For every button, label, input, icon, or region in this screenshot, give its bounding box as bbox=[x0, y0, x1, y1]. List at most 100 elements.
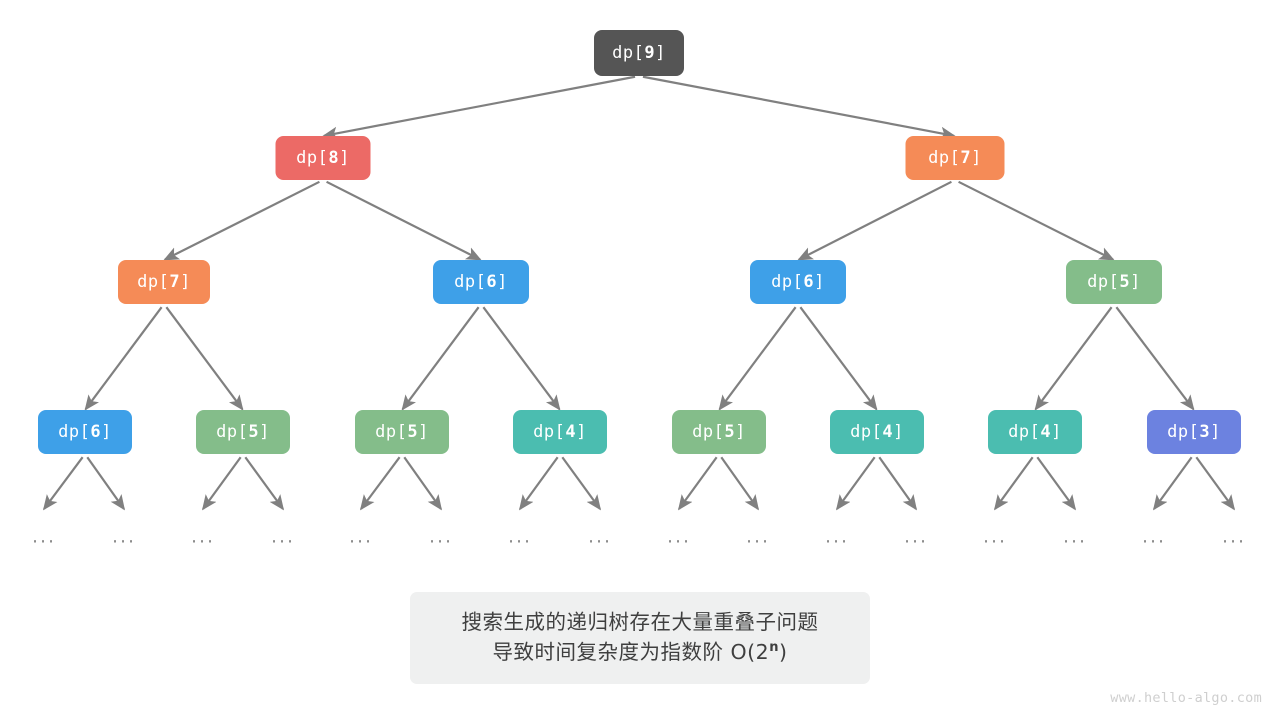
node-label-suffix: ] bbox=[497, 272, 508, 292]
node-label-prefix: dp[ bbox=[1167, 422, 1200, 442]
node-label-suffix: ] bbox=[101, 422, 112, 442]
node-label-prefix: dp[ bbox=[454, 272, 487, 292]
node-label-index: 4 bbox=[565, 422, 577, 442]
edge-n1-to-n3 bbox=[163, 180, 320, 261]
ellipsis-marker: ... bbox=[1141, 525, 1167, 548]
edge-n8-to-ellipsis-2 bbox=[201, 456, 242, 511]
node-label-index: 6 bbox=[803, 272, 815, 292]
edge-n11-to-ellipsis-9 bbox=[720, 456, 760, 511]
node-label-suffix: ] bbox=[893, 422, 904, 442]
tree-node-dp5: dp[5] bbox=[672, 410, 766, 454]
edge-n13-to-ellipsis-13 bbox=[1036, 456, 1077, 511]
edge-n3-to-n7 bbox=[84, 306, 163, 411]
caption-line-2-prefix: 导致时间复杂度为指数阶 O(2 bbox=[492, 640, 770, 664]
node-label-suffix: ] bbox=[418, 422, 429, 442]
edge-n0-to-n1 bbox=[322, 75, 636, 140]
node-label-suffix: ] bbox=[339, 148, 350, 168]
ellipsis-marker: ... bbox=[666, 525, 692, 548]
ellipsis-marker: ... bbox=[111, 525, 137, 548]
ellipsis-marker: ... bbox=[587, 525, 613, 548]
tree-node-dp4: dp[4] bbox=[830, 410, 924, 454]
tree-node-dp7: dp[7] bbox=[905, 136, 1005, 180]
node-label-suffix: ] bbox=[655, 43, 666, 63]
edge-n14-to-ellipsis-14 bbox=[1152, 456, 1193, 511]
edge-n2-to-n6 bbox=[958, 180, 1115, 261]
node-label-suffix: ] bbox=[180, 272, 191, 292]
node-label-prefix: dp[ bbox=[1087, 272, 1120, 292]
node-label-suffix: ] bbox=[814, 272, 825, 292]
ellipsis-marker: ... bbox=[982, 525, 1008, 548]
ellipsis-marker: ... bbox=[1221, 525, 1247, 548]
edge-n10-to-ellipsis-7 bbox=[561, 456, 602, 511]
node-label-prefix: dp[ bbox=[1008, 422, 1041, 442]
edge-n4-to-n9 bbox=[401, 306, 480, 411]
edge-n11-to-ellipsis-8 bbox=[677, 456, 718, 511]
caption-line-1: 搜索生成的递归树存在大量重叠子问题 bbox=[461, 610, 819, 635]
edge-n5-to-n11 bbox=[718, 306, 797, 411]
caption-line-2-suffix: ) bbox=[778, 640, 788, 664]
caption-exponent: n bbox=[769, 640, 779, 656]
node-label-index: 5 bbox=[248, 422, 260, 442]
tree-node-dp4: dp[4] bbox=[988, 410, 1082, 454]
edge-n14-to-ellipsis-15 bbox=[1195, 456, 1236, 511]
ellipsis-marker: ... bbox=[348, 525, 374, 548]
node-label-index: 8 bbox=[328, 148, 340, 168]
ellipsis-marker: ... bbox=[31, 525, 57, 548]
tree-node-dp8: dp[8] bbox=[275, 136, 371, 180]
tree-node-dp5: dp[5] bbox=[1066, 260, 1162, 304]
node-label-prefix: dp[ bbox=[850, 422, 883, 442]
node-label-prefix: dp[ bbox=[375, 422, 408, 442]
node-label-index: 7 bbox=[169, 272, 181, 292]
edge-n8-to-ellipsis-3 bbox=[244, 456, 285, 511]
edge-n3-to-n8 bbox=[165, 306, 244, 411]
node-label-prefix: dp[ bbox=[296, 148, 329, 168]
ellipsis-marker: ... bbox=[507, 525, 533, 548]
node-label-suffix: ] bbox=[576, 422, 587, 442]
tree-node-dp5: dp[5] bbox=[196, 410, 290, 454]
edge-n12-to-ellipsis-11 bbox=[878, 456, 918, 511]
node-label-prefix: dp[ bbox=[692, 422, 725, 442]
caption-line-2: 导致时间复杂度为指数阶 O(2n) bbox=[493, 638, 788, 668]
node-label-suffix: ] bbox=[971, 148, 982, 168]
node-label-prefix: dp[ bbox=[533, 422, 566, 442]
node-label-index: 6 bbox=[90, 422, 102, 442]
node-label-index: 7 bbox=[960, 148, 972, 168]
caption-box: 搜索生成的递归树存在大量重叠子问题 导致时间复杂度为指数阶 O(2n) bbox=[410, 592, 870, 684]
edge-n7-to-ellipsis-1 bbox=[86, 456, 126, 511]
edge-n6-to-n14 bbox=[1115, 306, 1195, 411]
edge-n0-to-n2 bbox=[642, 75, 956, 140]
node-label-prefix: dp[ bbox=[612, 43, 645, 63]
edge-n7-to-ellipsis-0 bbox=[42, 456, 84, 511]
ellipsis-marker: ... bbox=[903, 525, 929, 548]
tree-node-dp4: dp[4] bbox=[513, 410, 607, 454]
tree-node-dp6: dp[6] bbox=[433, 260, 529, 304]
edge-n6-to-n13 bbox=[1034, 306, 1113, 411]
edge-n5-to-n12 bbox=[799, 306, 878, 411]
watermark: www.hello-algo.com bbox=[1110, 690, 1262, 706]
tree-node-dp3: dp[3] bbox=[1147, 410, 1241, 454]
ellipsis-marker: ... bbox=[428, 525, 454, 548]
ellipsis-marker: ... bbox=[824, 525, 850, 548]
node-label-index: 4 bbox=[882, 422, 894, 442]
node-label-index: 5 bbox=[1119, 272, 1131, 292]
node-label-prefix: dp[ bbox=[216, 422, 249, 442]
edge-n13-to-ellipsis-12 bbox=[993, 456, 1034, 511]
node-label-prefix: dp[ bbox=[137, 272, 170, 292]
ellipsis-marker: ... bbox=[1062, 525, 1088, 548]
edge-n1-to-n4 bbox=[326, 180, 482, 261]
edge-n2-to-n5 bbox=[797, 180, 952, 261]
node-label-suffix: ] bbox=[259, 422, 270, 442]
edge-n9-to-ellipsis-4 bbox=[359, 456, 401, 511]
node-label-index: 3 bbox=[1199, 422, 1211, 442]
edge-n12-to-ellipsis-10 bbox=[835, 456, 876, 511]
node-label-index: 5 bbox=[724, 422, 736, 442]
tree-node-dp5: dp[5] bbox=[355, 410, 449, 454]
node-label-suffix: ] bbox=[1130, 272, 1141, 292]
tree-node-dp9: dp[9] bbox=[594, 30, 684, 76]
edge-n4-to-n10 bbox=[482, 306, 561, 411]
edge-n10-to-ellipsis-6 bbox=[518, 456, 559, 511]
node-label-suffix: ] bbox=[735, 422, 746, 442]
ellipsis-marker: ... bbox=[190, 525, 216, 548]
node-label-index: 5 bbox=[407, 422, 419, 442]
